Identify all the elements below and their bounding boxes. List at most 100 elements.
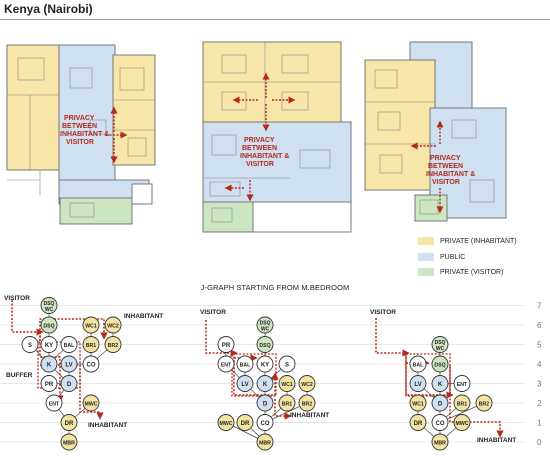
graph-node-d: D bbox=[431, 394, 449, 412]
graph-node-label: DSQ bbox=[44, 301, 55, 307]
graph-node-label: BAL bbox=[64, 343, 75, 349]
graph-node-mbr: MBR bbox=[431, 433, 449, 451]
svg-text:INHABITANT &: INHABITANT & bbox=[426, 171, 475, 178]
graph-node-label: CO bbox=[261, 421, 270, 427]
graph-node-wc2: WC2 bbox=[104, 316, 122, 334]
graph-node-label: DSQ bbox=[43, 323, 54, 329]
legend-label-public: PUBLIC bbox=[440, 253, 466, 261]
title-divider bbox=[0, 19, 550, 20]
graph-node-co: CO bbox=[82, 355, 100, 373]
graph-node-label: LV bbox=[241, 382, 248, 388]
graph-node-label: KY bbox=[261, 362, 269, 368]
graph-node-label: MBR bbox=[259, 440, 271, 446]
level-label: 7 bbox=[537, 302, 542, 311]
plan-2: PRIVACY BETWEEN INHABITANT & VISITOR bbox=[202, 41, 352, 233]
graph-node-label: BR1 bbox=[86, 343, 96, 349]
privacy-path bbox=[233, 353, 279, 396]
graph-node-label: CO bbox=[87, 362, 96, 368]
page-title: Kenya (Nairobi) bbox=[4, 2, 93, 16]
legend-swatch-visitor bbox=[418, 268, 434, 276]
level-label: 1 bbox=[537, 419, 542, 428]
level-label: 5 bbox=[537, 341, 542, 350]
graph-node-co: CO bbox=[431, 414, 449, 431]
graph-node-label: DR bbox=[414, 421, 423, 427]
graph-node-bal: BAL bbox=[236, 355, 254, 373]
jgraph-visitor-label: VISITOR bbox=[4, 295, 30, 302]
graph-node-ent: ENT bbox=[217, 355, 235, 373]
jgraph-visitor-label: VISITOR bbox=[200, 309, 226, 316]
legend-label-inhabitant: PRIVATE (INHABITANT) bbox=[440, 237, 517, 245]
graph-node-mwc: MWC bbox=[82, 394, 100, 412]
graph-node-label: DR bbox=[65, 421, 74, 427]
graph-node-label: DSQ bbox=[435, 340, 446, 346]
graph-node-k: K bbox=[40, 355, 58, 373]
jgraph-inhabitant-label: INHABITANT bbox=[477, 437, 516, 444]
graph-node-lv: LV bbox=[409, 375, 427, 392]
jgraph-inhabitant-label: INHABITANT bbox=[88, 422, 127, 429]
graph-node-label: BR1 bbox=[282, 401, 292, 407]
graph-node-label: D bbox=[438, 401, 443, 407]
legend-item-visitor: PRIVATE (VISITOR) bbox=[418, 268, 503, 276]
privacy-path bbox=[205, 320, 238, 357]
graph-node-label: K bbox=[438, 382, 443, 388]
graph-node-label: BR2 bbox=[108, 343, 118, 349]
graph-node-pr: PR bbox=[217, 336, 235, 353]
graph-node-label: BR1 bbox=[457, 401, 467, 407]
plan-1: PRIVACY BETWEEN INHABITANT & VISITOR bbox=[6, 44, 156, 225]
floor-plans: PRIVACY BETWEEN INHABITANT & VISITOR PRI… bbox=[6, 41, 507, 233]
graph-node-k: K bbox=[431, 375, 449, 392]
privacy-path bbox=[11, 300, 44, 336]
graph-node-label: ENT bbox=[221, 362, 232, 368]
legend-label-visitor: PRIVATE (VISITOR) bbox=[440, 268, 504, 276]
graph-node-label: PR bbox=[45, 382, 54, 388]
legend-item-public: PUBLIC bbox=[418, 253, 465, 261]
graph-node-ent: ENT bbox=[45, 394, 63, 412]
graph-node-dsq: DSQ bbox=[40, 316, 58, 334]
jgraph-buffer-label: BUFFER bbox=[6, 372, 33, 379]
legend-swatch-inhabitant bbox=[418, 237, 434, 245]
graph-node-mwc: MWC bbox=[453, 414, 471, 431]
graph-node-label: ENT bbox=[49, 401, 60, 407]
svg-text:BETWEEN: BETWEEN bbox=[62, 123, 97, 130]
graph-node-k: K bbox=[256, 375, 274, 392]
graph-node-label: BAL bbox=[240, 362, 251, 368]
graph-node-label: D bbox=[67, 382, 72, 388]
graph-node-wc1: WC1 bbox=[409, 394, 427, 412]
graph-node-label: DR bbox=[241, 421, 250, 427]
graph-node-label: WC1 bbox=[412, 401, 424, 407]
jgraph-inhabitant-label: INHABITANT bbox=[124, 313, 163, 320]
graph-node-ky: KY bbox=[256, 355, 274, 373]
level-label: 0 bbox=[537, 438, 542, 447]
svg-text:VISITOR: VISITOR bbox=[66, 139, 94, 146]
svg-text:INHABITANT &: INHABITANT & bbox=[60, 131, 109, 138]
graph-node-label: MWC bbox=[220, 421, 233, 427]
plan-3: PRIVACY BETWEEN INHABITANT & VISITOR bbox=[364, 41, 507, 222]
graph-node-wc2: WC2 bbox=[298, 375, 316, 392]
graph-node-co: CO bbox=[256, 414, 274, 431]
graph-node-mbr: MBR bbox=[256, 433, 274, 451]
graph-node-ent: ENT bbox=[453, 375, 471, 392]
graph-node-label: PR bbox=[222, 343, 231, 349]
graph-node-wc1: WC1 bbox=[82, 316, 100, 334]
legend-swatch-public bbox=[418, 253, 434, 261]
graph-node-lv: LV bbox=[60, 355, 78, 373]
graph-node-label: K bbox=[47, 362, 52, 368]
level-label: 6 bbox=[537, 321, 542, 330]
graph-node-label: LV bbox=[65, 362, 72, 368]
graph-node-br1: BR1 bbox=[82, 336, 100, 353]
graph-node-label: ENT bbox=[457, 382, 468, 388]
graph-node-dr: DR bbox=[409, 414, 427, 431]
graph-node-label: BR2 bbox=[302, 401, 312, 407]
graph-node-label: WC bbox=[436, 346, 445, 352]
privacy-path bbox=[375, 318, 410, 357]
graph-node-wc1: WC1 bbox=[278, 375, 296, 392]
graph-node-label: WC bbox=[45, 307, 54, 313]
privacy-path bbox=[39, 332, 64, 403]
level-label: 4 bbox=[537, 360, 542, 369]
graph-node-label: WC bbox=[261, 326, 270, 332]
jgraph-visitor-label: VISITOR bbox=[370, 309, 396, 316]
graph-node-label: MBR bbox=[63, 440, 75, 446]
